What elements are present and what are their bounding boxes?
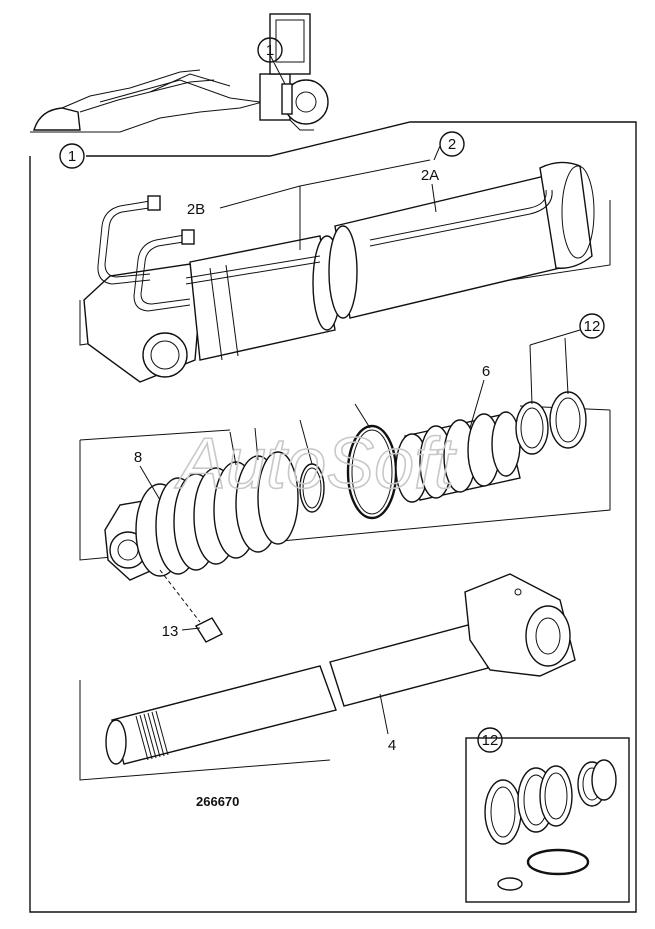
callout-12-seals-label: 12 bbox=[584, 318, 601, 335]
callout-13: 13 bbox=[162, 623, 201, 640]
callout-1-frame: 1 bbox=[59, 143, 85, 169]
callout-2a-label: 2A bbox=[421, 167, 439, 184]
callout-1-frame-label: 1 bbox=[68, 148, 76, 165]
backhoe-thumbnail bbox=[30, 13, 329, 133]
seal-kit-inset bbox=[465, 737, 630, 903]
callout-8: 8 bbox=[134, 449, 161, 501]
callout-6-label: 6 bbox=[482, 363, 490, 380]
drawing-number: 266670 bbox=[196, 794, 239, 809]
callout-2-label: 2 bbox=[448, 136, 456, 153]
callout-2-group: 2 2A 2B bbox=[187, 131, 465, 250]
piston-assembly bbox=[104, 329, 587, 643]
main-frame bbox=[29, 121, 637, 913]
watermark: AutoSoft bbox=[174, 424, 457, 504]
callout-13-label: 13 bbox=[162, 623, 179, 640]
piston-rod bbox=[105, 573, 576, 765]
callout-4-label: 4 bbox=[388, 737, 396, 754]
cylinder-barrel bbox=[83, 161, 595, 383]
callout-2b-label: 2B bbox=[187, 201, 205, 218]
callout-12-inset-label: 12 bbox=[482, 732, 499, 749]
callout-4: 4 bbox=[388, 737, 396, 754]
projection-planes bbox=[79, 200, 611, 781]
callout-12-inset: 12 bbox=[477, 727, 503, 753]
callout-1-top-label: 1 bbox=[266, 42, 274, 59]
callout-6: 6 bbox=[469, 363, 490, 429]
callout-12-seals: 12 bbox=[579, 313, 605, 339]
callout-8-label: 8 bbox=[134, 449, 142, 466]
callout-1-top: 1 bbox=[257, 37, 283, 63]
